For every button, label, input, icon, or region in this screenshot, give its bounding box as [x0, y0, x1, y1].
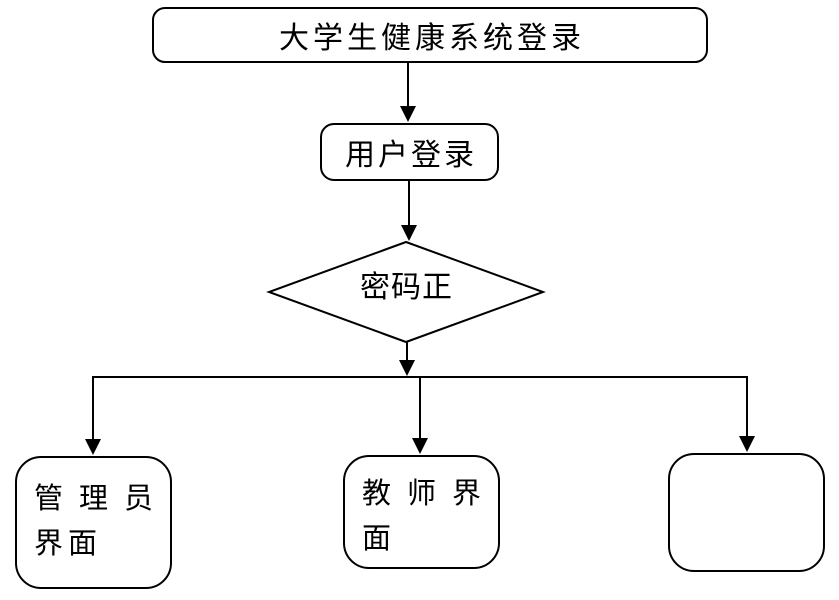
node-admin-interface-label-line1: 管理员	[34, 481, 170, 515]
arrowhead-decision-branch	[399, 360, 415, 376]
arrowhead-branch-empty	[739, 436, 755, 452]
node-empty-interface	[668, 453, 825, 572]
node-admin-interface: 管理员 界面	[15, 456, 172, 589]
node-admin-interface-label-line2: 界面	[34, 526, 103, 560]
arrowhead-branch-teacher	[412, 438, 428, 454]
decision-diamond-shape	[266, 240, 546, 344]
arrowhead-branch-admin	[85, 439, 101, 455]
node-teacher-interface-label-line2: 面	[362, 521, 397, 555]
arrowhead-login-decision	[401, 225, 417, 241]
node-teacher-interface-label-line1: 教师界	[362, 476, 498, 510]
node-system-login-label: 大学生健康系统登录	[279, 21, 585, 56]
decision-text: 密码正	[360, 270, 453, 305]
node-password-decision-label: 密码正	[300, 264, 513, 305]
arrowhead-start-login	[400, 106, 416, 122]
node-user-login: 用户登录	[320, 123, 499, 181]
node-teacher-interface: 教师界 面	[343, 455, 500, 569]
node-system-login: 大学生健康系统登录	[152, 7, 708, 63]
node-user-login-label: 用户登录	[345, 138, 477, 173]
